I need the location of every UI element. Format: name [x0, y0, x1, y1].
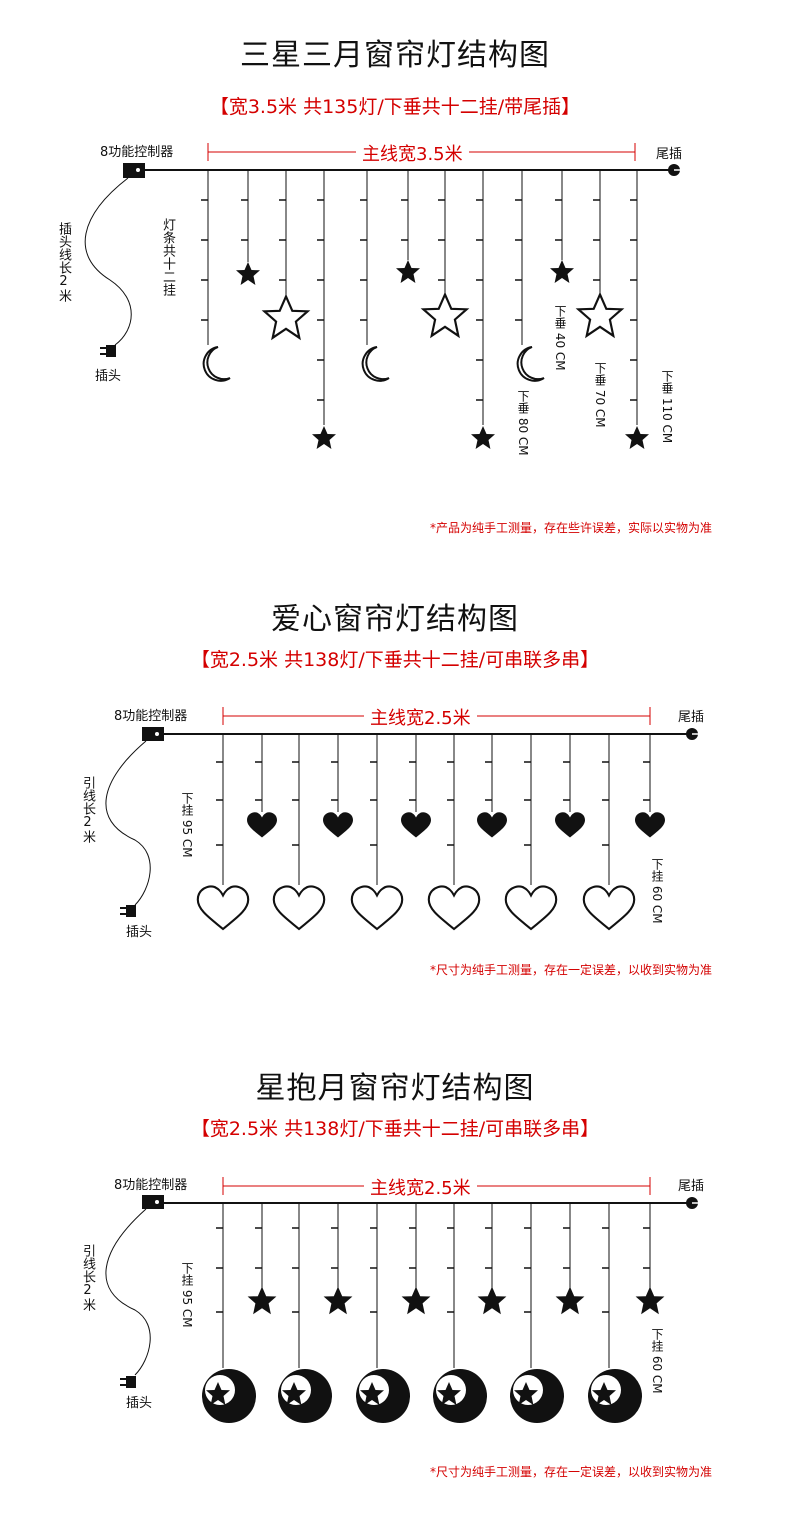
- s1-tail-plug-label: 尾插: [656, 147, 683, 162]
- s2-led-ticks: [216, 761, 650, 846]
- s1-subtitle: 【宽3.5米 共135灯/下垂共十二挂/带尾插】: [209, 96, 581, 118]
- s1-star-bottom: [625, 426, 649, 449]
- s2-strands: [222, 734, 651, 885]
- s1-cord-label: 插头线长2米: [56, 222, 71, 302]
- s3-cord-label: 引线长2米: [80, 1244, 95, 1311]
- s2-heart-outline: [504, 885, 558, 931]
- s1-star-outline: [422, 293, 468, 337]
- s1-moon: [361, 346, 390, 382]
- s1-led-ticks: [201, 199, 637, 401]
- s3-controller-box: [142, 1195, 164, 1209]
- s1-cord: [84, 177, 132, 346]
- s3-controller-label: 8功能控制器: [114, 1178, 188, 1193]
- s1-star-small: [236, 262, 260, 285]
- s3-drop-95-label: 下挂 95 CM: [180, 1262, 194, 1328]
- s1-controller-box: [123, 163, 145, 178]
- s1-star-outline: [263, 295, 309, 339]
- s2-heart-outline: [196, 885, 250, 931]
- s1-drop-110-label: 下垂 110 CM: [660, 370, 674, 444]
- s2-heart-small: [323, 812, 353, 838]
- s3-led-ticks: [216, 1227, 650, 1313]
- s1-moon: [516, 346, 545, 382]
- s1-star-small: [550, 260, 574, 283]
- s3-title: 星抱月窗帘灯结构图: [255, 1071, 535, 1106]
- s3-subtitle: 【宽2.5米 共138灯/下垂共十二挂/可串联多串】: [190, 1118, 600, 1140]
- s2-heart-outline: [427, 885, 481, 931]
- s3-plug-label: 插头: [126, 1396, 153, 1411]
- s2-heart-small: [477, 812, 507, 838]
- s3-star: [555, 1286, 585, 1315]
- s3-star: [401, 1286, 431, 1315]
- s3-strands: [222, 1203, 651, 1368]
- s1-star-bottom: [312, 426, 336, 449]
- s3-star: [635, 1286, 665, 1315]
- s1-main-width-label: 主线宽3.5米: [356, 140, 469, 166]
- s1-note: *产品为纯手工测量，存在些许误差，实际以实物为准: [429, 521, 712, 535]
- s3-star-moon: [510, 1369, 564, 1423]
- s3-star: [477, 1286, 507, 1315]
- s3-tail-plug-label: 尾插: [678, 1179, 705, 1194]
- s2-heart-outline: [582, 885, 636, 931]
- s1-controller-label: 8功能控制器: [100, 145, 174, 160]
- s2-heart-small: [247, 812, 277, 838]
- s2-main-width-label: 主线宽2.5米: [364, 704, 477, 730]
- s3-star-moon: [588, 1369, 642, 1423]
- s1-diagram: [84, 143, 682, 449]
- s3-diagram: [105, 1177, 700, 1423]
- s1-drop-70-label: 下垂 70 CM: [593, 362, 607, 428]
- s2-cord: [105, 740, 151, 906]
- s2-controller-label: 8功能控制器: [114, 709, 188, 724]
- s3-star: [323, 1286, 353, 1315]
- s2-title: 爱心窗帘灯结构图: [271, 602, 519, 637]
- s3-star-moon: [433, 1369, 487, 1423]
- s3-plug-icon: [120, 1376, 136, 1388]
- s3-cord: [105, 1208, 151, 1376]
- s1-title: 三星三月窗帘灯结构图: [240, 38, 550, 73]
- s2-diagram: [105, 707, 700, 931]
- s3-star-moon: [202, 1369, 256, 1423]
- s2-heart-small: [635, 812, 665, 838]
- s1-strands-label: 灯条共十二挂: [160, 218, 175, 296]
- s3-drop-60-label: 下挂 60 CM: [650, 1328, 664, 1394]
- s1-plug-label: 插头: [95, 369, 122, 384]
- s1-star-outline: [577, 293, 623, 337]
- s2-controller-box: [142, 727, 164, 741]
- s2-subtitle: 【宽2.5米 共138灯/下垂共十二挂/可串联多串】: [190, 649, 600, 671]
- s2-cord-label: 引线长2米: [80, 776, 95, 843]
- s2-tail-plug-label: 尾插: [678, 710, 705, 725]
- s3-star: [247, 1286, 277, 1315]
- s2-note: *尺寸为纯手工测量，存在一定误差，以收到实物为准: [429, 963, 712, 977]
- s3-star-moon: [356, 1369, 410, 1423]
- s1-strands: [207, 170, 638, 425]
- s2-heart-small: [555, 812, 585, 838]
- s2-heart-small: [401, 812, 431, 838]
- s1-star-small: [396, 260, 420, 283]
- s1-drop-80-label: 下垂 80 CM: [516, 390, 530, 456]
- s1-moon: [202, 346, 231, 382]
- s2-drop-95-label: 下挂 95 CM: [180, 792, 194, 858]
- s3-note: *尺寸为纯手工测量，存在一定误差，以收到实物为准: [429, 1465, 712, 1479]
- s2-heart-outline: [350, 885, 404, 931]
- s1-star-bottom: [471, 426, 495, 449]
- s2-plug-icon: [120, 905, 136, 917]
- s2-plug-label: 插头: [126, 925, 153, 940]
- s3-star-moon: [278, 1369, 332, 1423]
- s1-drop-40-label: 下垂 40 CM: [553, 305, 567, 371]
- s3-main-width-label: 主线宽2.5米: [364, 1174, 477, 1200]
- s2-drop-60-label: 下挂 60 CM: [650, 858, 664, 924]
- s1-plug-icon: [100, 345, 116, 357]
- s2-heart-outline: [272, 885, 326, 931]
- s3-star-moon-group: [202, 1369, 642, 1423]
